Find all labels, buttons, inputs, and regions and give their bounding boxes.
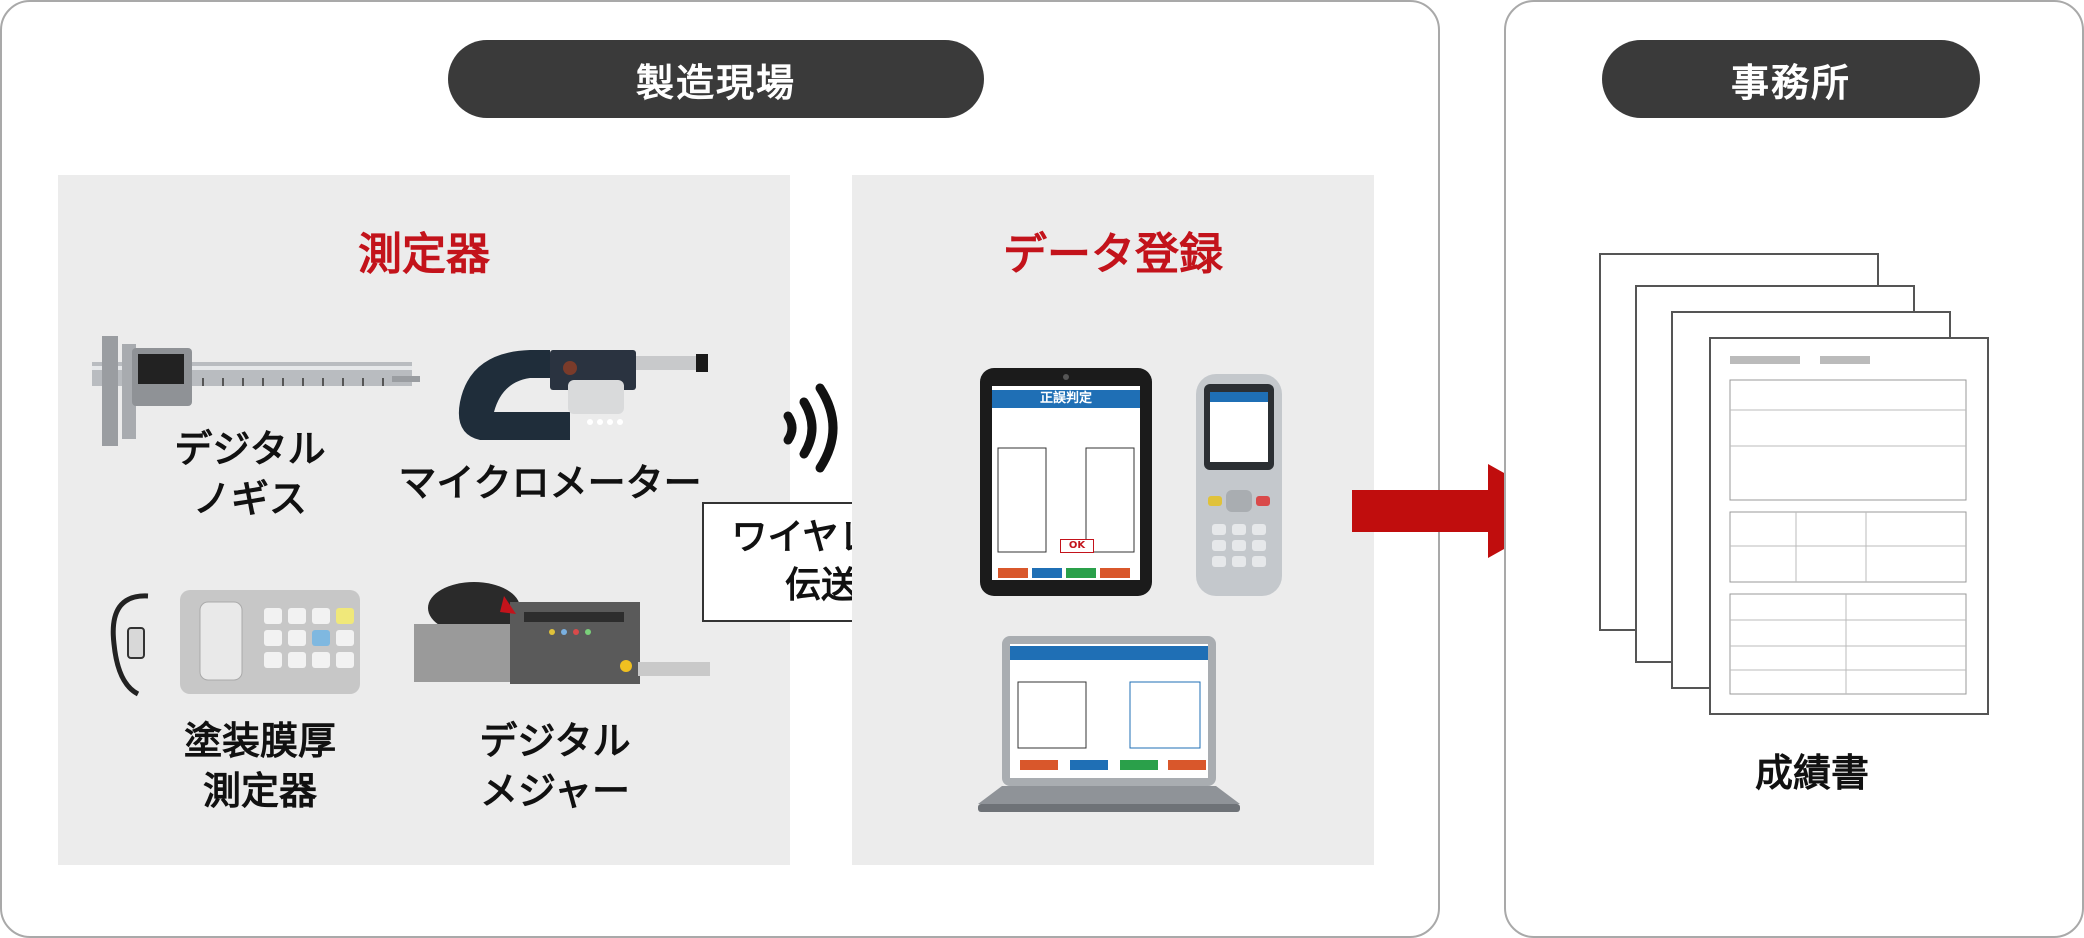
register-title: データ登録	[1003, 229, 1223, 280]
tape-measure-label-line2: メジャー	[479, 769, 631, 813]
report-label: 成績書	[1754, 751, 1869, 795]
caliper-ticks	[202, 378, 384, 386]
coating-thickness-gauge-icon	[110, 590, 360, 697]
tape-measure-label: デジタル メジャー	[440, 716, 670, 816]
micrometer-icon	[458, 350, 708, 440]
measure-title: 測定器	[358, 229, 490, 280]
wireless-line2: 伝送	[784, 565, 857, 606]
office-title-pill: 事務所	[1602, 40, 1980, 118]
wireless-signal-icon	[783, 383, 838, 473]
micrometer-label-line1: マイクロメーター	[398, 461, 702, 505]
handheld-terminal-icon	[1196, 374, 1282, 596]
laptop-icon	[978, 636, 1240, 812]
coating-gauge-label: 塗装膜厚 測定器	[150, 716, 370, 816]
micrometer-label: マイクロメーター	[390, 458, 710, 508]
factory-title-pill: 製造現場	[448, 40, 984, 118]
digital-tape-measure-icon	[414, 582, 710, 684]
document-sheet-front	[1709, 337, 1989, 715]
tablet-judge-value: OK	[1060, 539, 1094, 553]
measure-box	[58, 175, 790, 865]
caliper-label-line1: デジタル	[174, 427, 326, 471]
report-documents-icon	[1599, 253, 1989, 715]
caliper-label-line2: ノギス	[192, 477, 307, 521]
gauge-keypad	[264, 608, 354, 668]
tablet-icon	[980, 368, 1152, 596]
digital-caliper-icon	[92, 336, 420, 446]
tape-measure-label-line1: デジタル	[479, 719, 631, 763]
coating-gauge-label-line1: 塗装膜厚	[183, 719, 336, 763]
caliper-label: デジタル ノギス	[150, 424, 350, 524]
coating-gauge-label-line2: 測定器	[202, 769, 317, 813]
tablet-screen-header: 正誤判定	[1039, 391, 1092, 406]
